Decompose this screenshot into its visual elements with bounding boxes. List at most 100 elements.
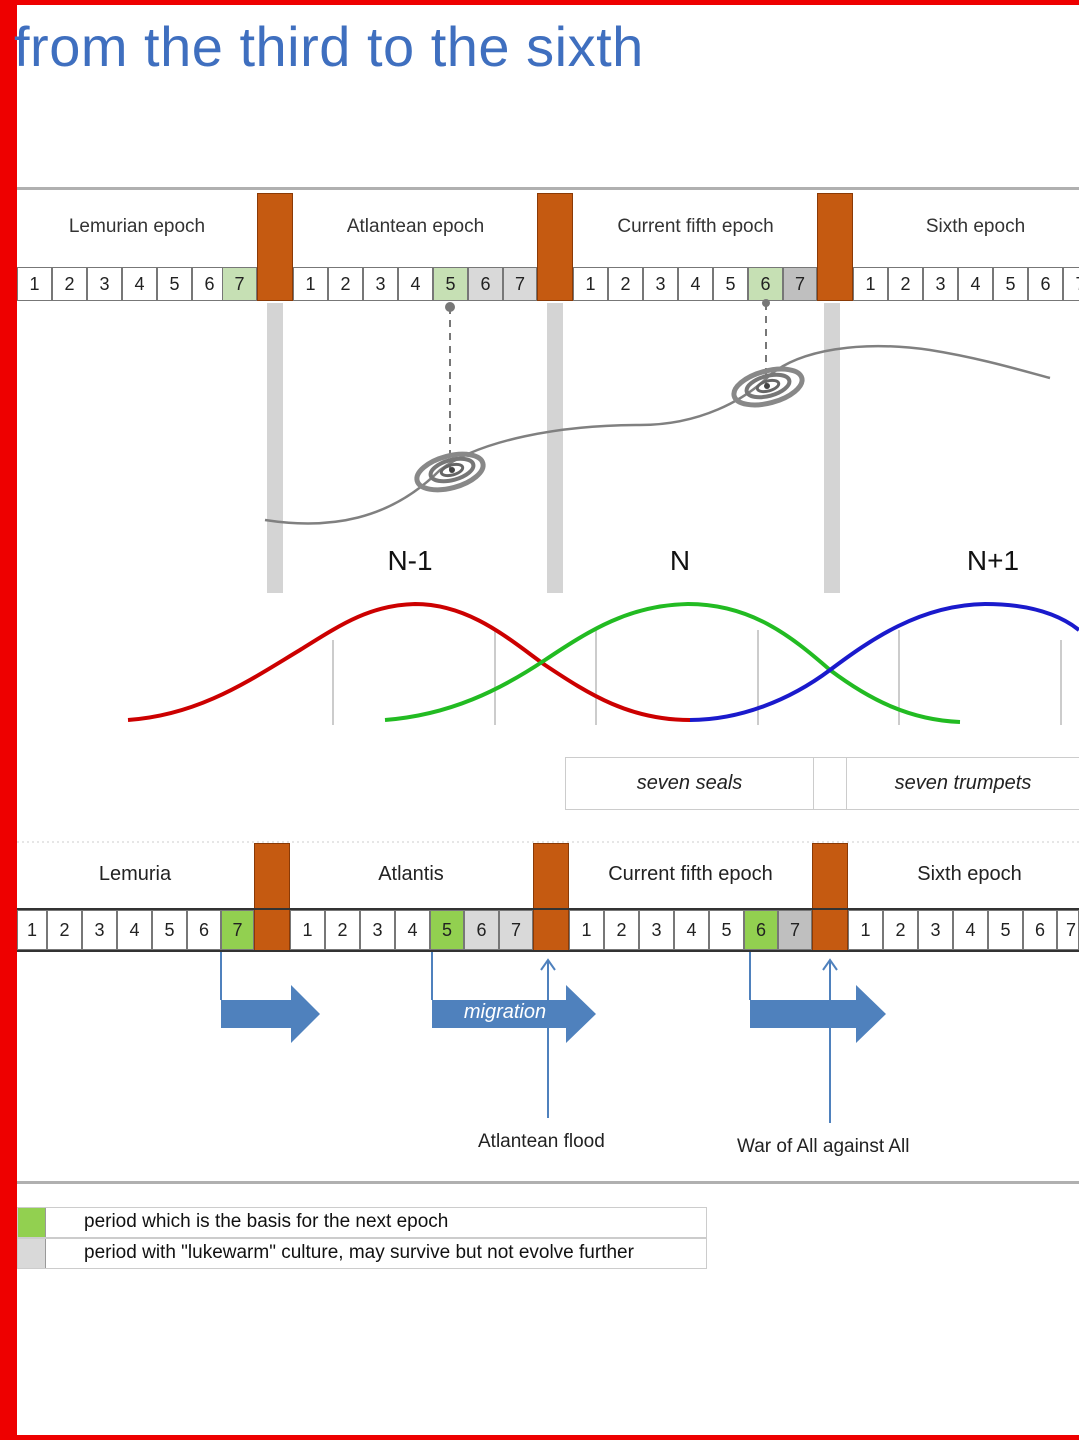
period-cell: 1 (853, 267, 888, 301)
period-cell: 2 (608, 267, 643, 301)
period-cell: 5 (709, 910, 744, 950)
period-cell-basis: 7 (222, 267, 257, 301)
wave-label: N (669, 545, 691, 576)
legend-text: period which is the basis for the next e… (84, 1211, 449, 1232)
legend-row-basis: period which is the basis for the next e… (17, 1207, 707, 1238)
period-cell: 7 (1063, 267, 1079, 301)
pillar (267, 303, 283, 593)
period-cell: 2 (888, 267, 923, 301)
period-cell: 6 (1023, 910, 1057, 950)
period-cell-lukewarm: 7 (499, 910, 533, 950)
top-divider (17, 187, 1079, 190)
period-cell: 2 (325, 910, 360, 950)
period-cell: 5 (157, 267, 192, 301)
bottom-divider (17, 1181, 1079, 1184)
top-epoch-label: Lemurian epoch (68, 216, 206, 237)
spiral-icon (414, 451, 486, 493)
period-cell: 4 (958, 267, 993, 301)
period-cell-basis: 6 (748, 267, 783, 301)
period-cell: 1 (293, 267, 328, 301)
period-cell: 3 (87, 267, 122, 301)
legend-swatch-green (18, 1208, 46, 1237)
period-cell: 1 (848, 910, 883, 950)
evolution-path (264, 344, 1051, 525)
period-cell: 3 (363, 267, 398, 301)
period-cell: 5 (152, 910, 187, 950)
period-cell: 2 (604, 910, 639, 950)
period-cell-basis: 5 (430, 910, 464, 950)
wave-n (384, 601, 961, 724)
period-cell: 3 (923, 267, 958, 301)
period-cell: 2 (883, 910, 918, 950)
period-cell-lukewarm: 7 (783, 267, 817, 301)
period-cell: 5 (993, 267, 1028, 301)
period-cell: 1 (17, 267, 52, 301)
period-cell: 1 (573, 267, 608, 301)
migration-arrow (749, 952, 886, 1043)
period-cell-basis: 5 (433, 267, 468, 301)
wave-label: N+1 (966, 545, 1020, 576)
epoch-separator (257, 193, 293, 301)
period-cell: 7 (1057, 910, 1079, 950)
period-cell: 1 (569, 910, 604, 950)
seals-gap-box (813, 757, 847, 810)
period-cell: 3 (360, 910, 395, 950)
legend-row-lukewarm: period with "lukewarm" culture, may surv… (17, 1238, 707, 1269)
page-title: from the third to the sixth (14, 15, 644, 78)
period-cell: 4 (117, 910, 152, 950)
period-cell: 4 (678, 267, 713, 301)
period-cell-basis: 7 (221, 910, 254, 950)
period-cell: 3 (918, 910, 953, 950)
period-cell: 3 (643, 267, 678, 301)
bottom-epoch-label: Sixth epoch (917, 863, 1022, 885)
wave-n+1 (689, 601, 1079, 722)
period-cell-lukewarm: 7 (778, 910, 812, 950)
bottom-epoch-label: Current fifth epoch (608, 863, 773, 885)
period-cell: 4 (398, 267, 433, 301)
wave-label: N-1 (387, 545, 433, 576)
period-cell: 2 (328, 267, 363, 301)
war-pointer (822, 958, 838, 1123)
migration-arrow (431, 952, 596, 1043)
period-cell: 6 (187, 910, 221, 950)
spiral-icon (731, 366, 805, 408)
seven-trumpets-box: seven trumpets (847, 757, 1079, 810)
epoch-separator (537, 193, 573, 301)
pillar (824, 303, 840, 593)
legend-swatch-grey (18, 1239, 46, 1268)
period-cell-lukewarm: 6 (464, 910, 499, 950)
bottom-epoch-label: Lemuria (98, 863, 172, 885)
period-cell: 4 (674, 910, 709, 950)
period-cell: 6 (1028, 267, 1063, 301)
epoch-separator (812, 843, 848, 951)
flood-pointer (540, 958, 556, 1118)
wave-n-1 (127, 601, 691, 722)
period-cell: 5 (713, 267, 748, 301)
period-cell: 1 (290, 910, 325, 950)
pillar (547, 303, 563, 593)
epoch-separator (254, 843, 290, 951)
period-cell: 4 (395, 910, 430, 950)
migration-arrow (220, 952, 320, 1043)
period-cell: 4 (122, 267, 157, 301)
period-cell-lukewarm: 6 (468, 267, 503, 301)
bottom-epoch-label: Atlantis (378, 863, 444, 885)
period-cell: 2 (52, 267, 87, 301)
row-rule (17, 908, 1079, 910)
period-cell: 3 (639, 910, 674, 950)
period-cell: 2 (47, 910, 82, 950)
period-cell: 5 (988, 910, 1023, 950)
flood-label: Atlantean flood (478, 1131, 605, 1152)
period-cell-lukewarm: 7 (503, 267, 537, 301)
epoch-separator (817, 193, 853, 301)
top-epoch-label: Current fifth epoch (617, 216, 774, 237)
migration-label: migration (463, 1001, 547, 1023)
seven-seals-box: seven seals (565, 757, 813, 810)
period-cell: 1 (17, 910, 47, 950)
legend-text: period with "lukewarm" culture, may surv… (84, 1242, 634, 1263)
top-epoch-label: Sixth epoch (925, 216, 1026, 237)
war-label: War of All against All (737, 1136, 910, 1157)
epoch-separator (533, 843, 569, 951)
period-cell-basis: 6 (744, 910, 778, 950)
